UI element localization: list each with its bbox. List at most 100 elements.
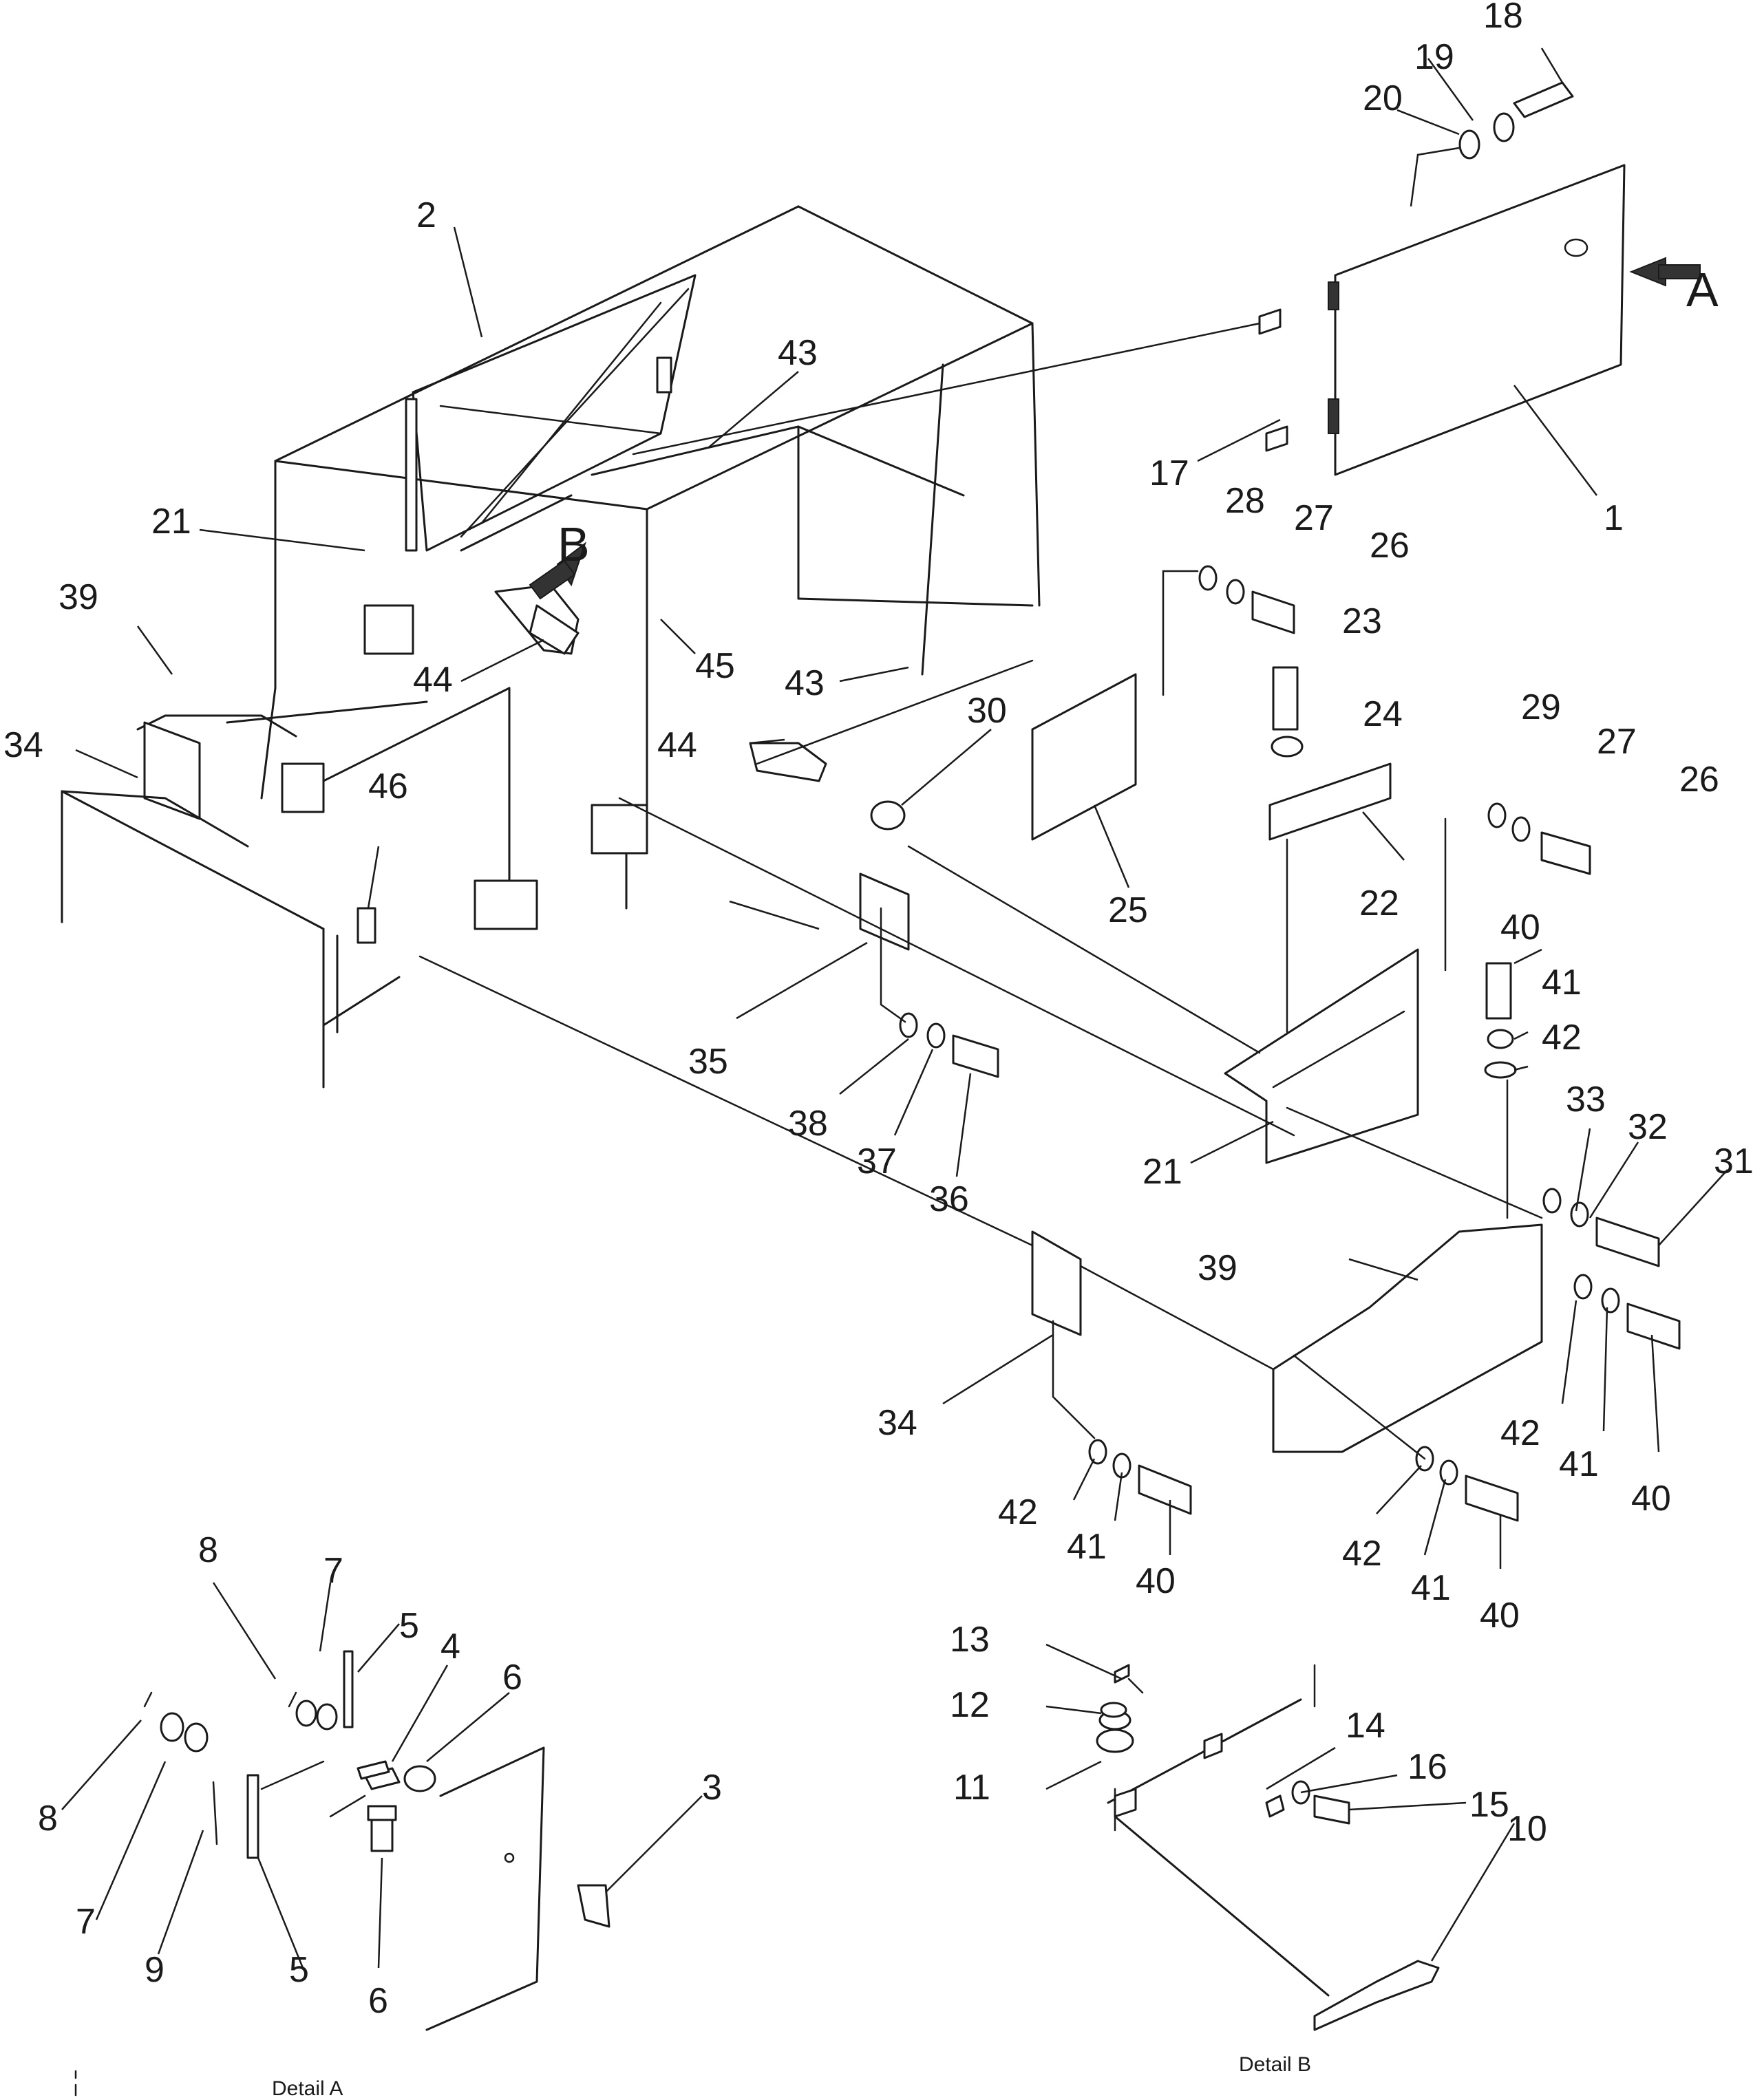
- window-frame: [405, 274, 697, 552]
- callout: 36: [929, 1179, 969, 1219]
- view-arrow-labels: A B: [557, 263, 1719, 571]
- bolt-40-stack: [1484, 962, 1517, 1079]
- callout: 44: [413, 660, 453, 700]
- callout: 35: [688, 1042, 728, 1082]
- callout: 28: [1225, 481, 1265, 521]
- left-console: [136, 604, 428, 820]
- callout: 41: [1411, 1568, 1451, 1608]
- console-39: [1272, 1223, 1543, 1453]
- view-arrow-a: [1629, 257, 1701, 287]
- callout: 19: [1414, 37, 1454, 77]
- assembly-lines: [418, 322, 1543, 1460]
- callout: 12: [950, 1685, 990, 1725]
- callout: 44: [657, 725, 697, 765]
- callout: 14: [1346, 1706, 1385, 1746]
- callout: 40: [1500, 908, 1540, 947]
- callout: 43: [778, 333, 818, 373]
- callout: 25: [1108, 890, 1148, 930]
- callout: 41: [1559, 1444, 1599, 1484]
- callout: 42: [1542, 1018, 1582, 1058]
- callout: 43: [785, 663, 825, 703]
- callout: 11: [953, 1768, 990, 1808]
- callout: 21: [1143, 1152, 1182, 1192]
- callout: 26: [1370, 526, 1410, 566]
- callout: 40: [1136, 1561, 1176, 1601]
- door-panel: [1328, 164, 1626, 476]
- callout: 38: [788, 1104, 828, 1144]
- callout: 23: [1342, 601, 1382, 641]
- detail-b-caption: Detail B: [1239, 2053, 1311, 2076]
- callout: 40: [1480, 1596, 1520, 1636]
- detail-captions: Detail A Detail B: [272, 2053, 1311, 2100]
- plate-25: [1031, 673, 1137, 841]
- cover-34: [1031, 1230, 1082, 1336]
- callout: 8: [38, 1799, 58, 1839]
- callout: 30: [967, 691, 1007, 731]
- callout: 26: [1679, 760, 1719, 800]
- callout: 39: [1198, 1248, 1237, 1288]
- callout: 22: [1359, 883, 1399, 923]
- callout: 46: [368, 767, 408, 806]
- callout: 9: [145, 1950, 164, 1990]
- callout: 34: [878, 1403, 917, 1443]
- callout: 27: [1294, 498, 1334, 538]
- callout: 16: [1407, 1747, 1447, 1787]
- callout: 24: [1363, 694, 1403, 734]
- callout: 5: [289, 1950, 309, 1990]
- callout: 15: [1469, 1785, 1509, 1825]
- callout: 45: [695, 646, 735, 686]
- callout: 29: [1521, 687, 1561, 727]
- detail-a-drawing: [61, 1582, 703, 2031]
- callout: 6: [368, 1981, 388, 2021]
- callout: 6: [502, 1658, 522, 1697]
- bolt-23-set: [1268, 666, 1392, 841]
- bolt-26-set: [1198, 565, 1295, 634]
- floor-frame: [61, 790, 648, 1089]
- callout: 20: [1363, 78, 1403, 118]
- leader-lines: [75, 47, 1728, 1569]
- callout: 42: [998, 1492, 1038, 1532]
- callout: 33: [1566, 1080, 1606, 1119]
- view-label-a: A: [1686, 263, 1719, 317]
- callout: 34: [3, 725, 43, 765]
- bolt-40-right: [1573, 1274, 1681, 1350]
- callout: 21: [151, 502, 191, 542]
- lever-assembly: [460, 494, 580, 655]
- callout: 13: [950, 1620, 990, 1660]
- detail-b-drawing: [1045, 1643, 1516, 2031]
- bolt-40-lower-left: [1088, 1439, 1192, 1515]
- bolt-31-set: [1542, 1188, 1660, 1267]
- cover-35: [859, 872, 999, 1078]
- callout: 42: [1500, 1413, 1540, 1453]
- callout: 10: [1507, 1809, 1547, 1849]
- callout: 39: [59, 577, 98, 617]
- callout: 32: [1628, 1107, 1668, 1147]
- callout: 7: [323, 1551, 343, 1591]
- detail-a-caption: Detail A: [272, 2077, 343, 2100]
- callout: 18: [1483, 0, 1523, 36]
- callout-labels: 18 19 20 2 43 17 1 28 27 26 21 39 23 44 …: [3, 0, 1753, 2021]
- bolt-40-lower-right: [1415, 1446, 1519, 1522]
- grip-44: [749, 742, 906, 831]
- callout: 2: [416, 195, 436, 235]
- callout: 42: [1342, 1534, 1382, 1574]
- callout: 41: [1542, 963, 1582, 1003]
- view-label-b: B: [557, 517, 590, 571]
- view-arrow-b: [529, 542, 586, 600]
- callout: 3: [702, 1768, 722, 1808]
- callout: 8: [198, 1530, 218, 1570]
- cab-frame: [274, 205, 1041, 917]
- callout: 40: [1631, 1479, 1671, 1519]
- bolt-18-set: [1458, 81, 1574, 160]
- callout: 17: [1149, 453, 1189, 493]
- callout: 4: [440, 1627, 460, 1667]
- callout: 31: [1714, 1142, 1753, 1181]
- callout: 7: [76, 1902, 96, 1942]
- callout: 27: [1597, 722, 1637, 762]
- bolt-29-set: [1487, 802, 1591, 875]
- callout: 5: [399, 1606, 419, 1646]
- console-21: [1224, 948, 1419, 1164]
- callout: 1: [1604, 498, 1624, 538]
- hinge-bracket: [1258, 308, 1288, 452]
